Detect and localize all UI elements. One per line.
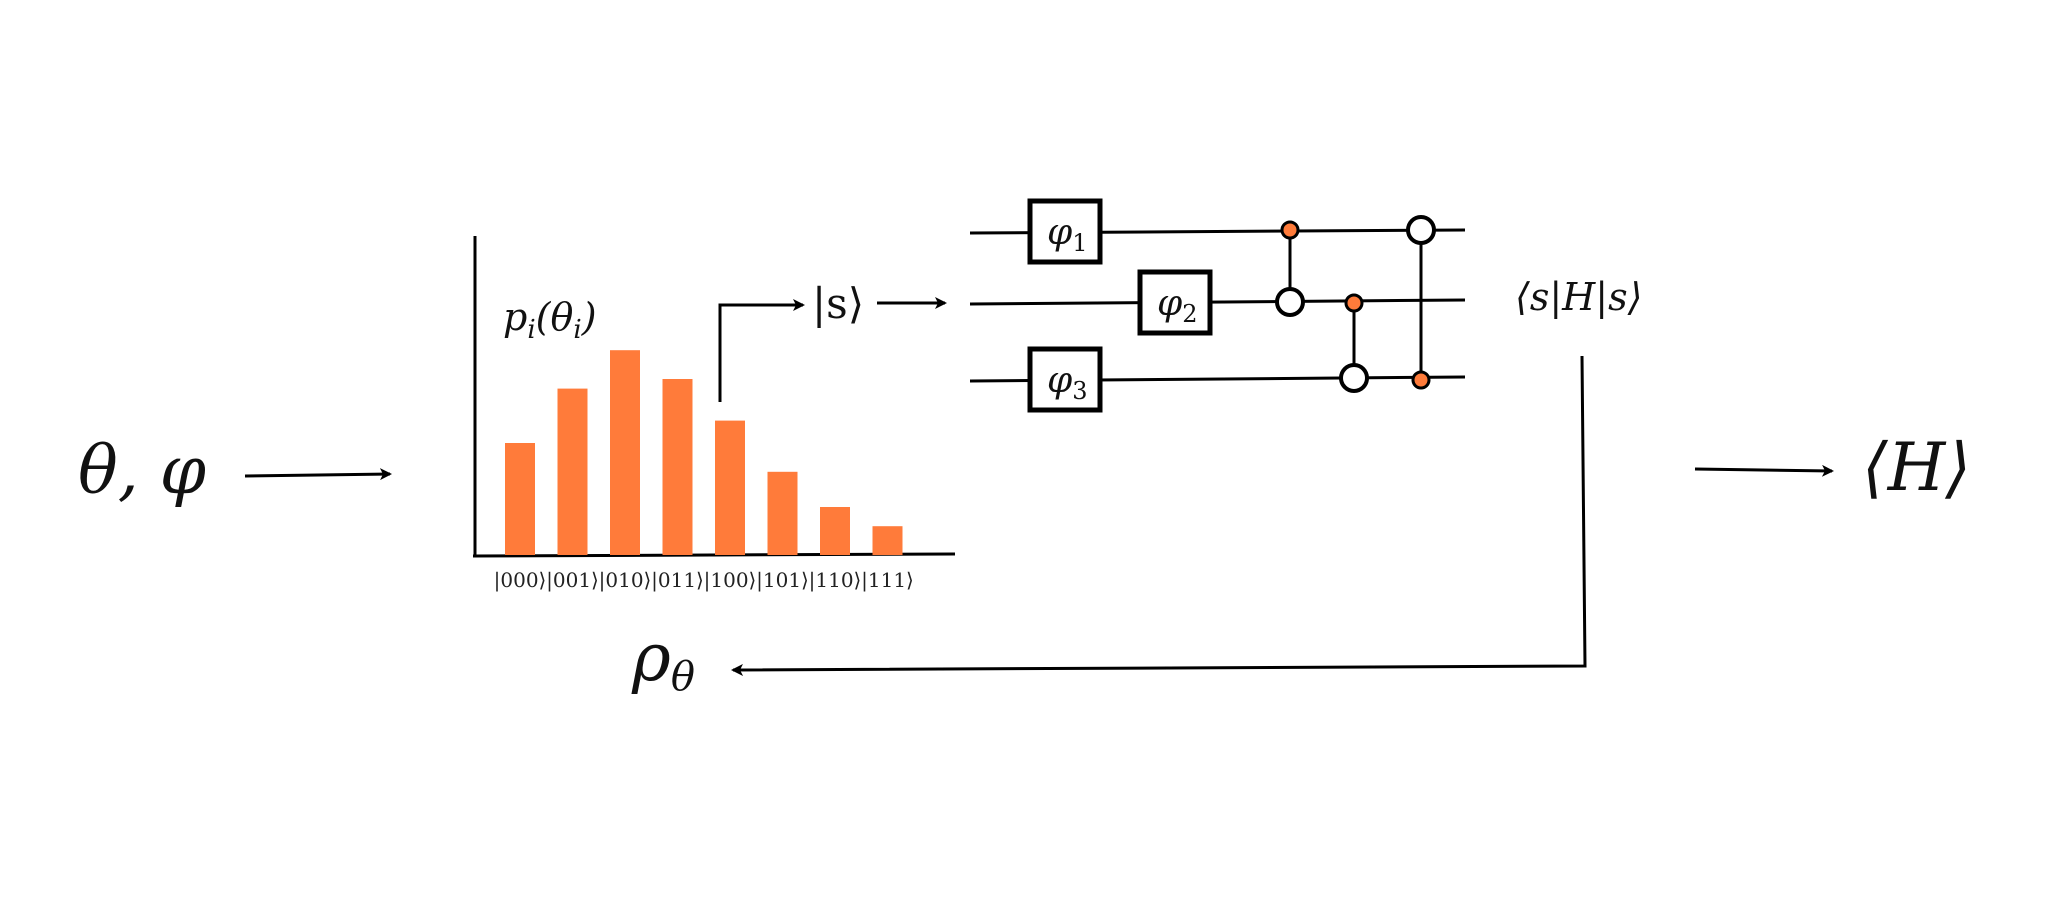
probability-bar-chart: |000⟩|001⟩|010⟩|011⟩|100⟩|101⟩|110⟩|111⟩… [472,236,956,593]
tick-label-4: |100⟩ [704,568,757,593]
sampling-arrow [718,299,805,402]
expectation-output-label: ⟨H⟩ [1862,429,1971,506]
control-open-dot-2 [1339,363,1369,393]
bar-2 [610,350,640,555]
chart-bars [505,350,903,555]
gate-phi-1-label: φ1 [1047,212,1088,257]
bar-1 [557,388,588,555]
bar-4 [715,420,745,555]
gate-phi-1 [1027,198,1103,265]
bar-5 [767,471,798,555]
control-filled-dot-1 [1280,220,1300,240]
input-params-label: θ, φ [78,432,206,509]
bar-7 [872,526,903,555]
chart-probability-label: pi(θi) [503,295,597,345]
bar-0 [505,443,535,555]
tick-label-6: |110⟩ [809,568,862,593]
gate-phi-3-label: φ3 [1047,360,1088,405]
gate-phi-3 [1027,346,1103,413]
chart-tick-labels: |000⟩|001⟩|010⟩|011⟩|100⟩|101⟩|110⟩|111⟩ [494,568,914,593]
qubit-wire-2 [969,298,1466,306]
control-open-dot-1 [1275,287,1305,317]
output-arrow [1694,464,1834,477]
control-filled-dot-3 [1411,370,1431,390]
sampled-state-label: |s⟩ [812,279,864,328]
tick-label-2: |010⟩ [599,568,652,593]
control-filled-dot-2 [1344,293,1364,313]
tick-label-3: |011⟩ [651,568,704,593]
bar-6 [820,507,850,555]
feedback-arrow [731,355,1587,676]
tick-label-1: |001⟩ [546,568,599,593]
measurement-label: ⟨s|H|s⟩ [1515,275,1642,319]
input-arrow [244,468,392,481]
feedback-rho-label: ρθ [631,619,695,700]
quantum-circuit: φ1 φ2 φ3 [969,198,1466,413]
gate-phi-2 [1137,269,1213,336]
control-open-dot-3 [1406,215,1436,245]
tick-label-7: |111⟩ [861,568,914,593]
gate-phi-2-label: φ2 [1157,283,1198,328]
tick-label-5: |101⟩ [756,568,809,593]
bar-3 [662,379,693,555]
tick-label-0: |000⟩ [494,568,547,593]
